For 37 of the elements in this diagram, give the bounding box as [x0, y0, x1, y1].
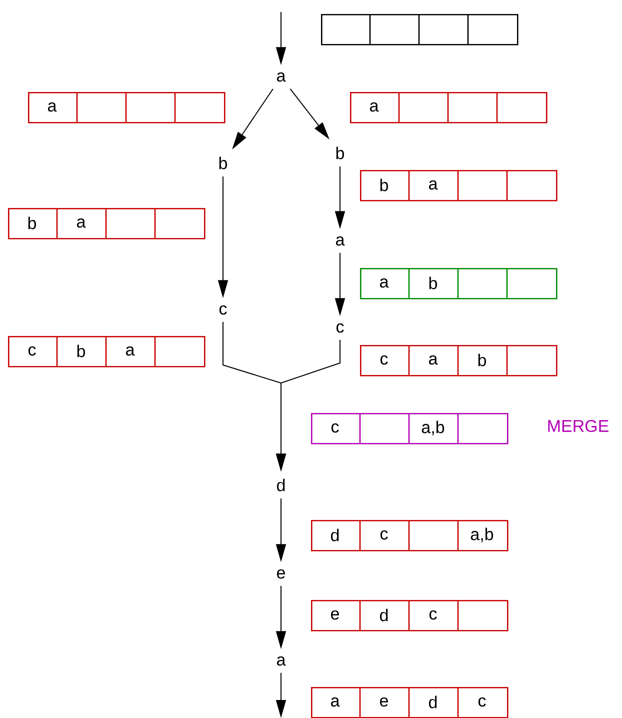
cell-text: d: [380, 608, 388, 622]
cell-text: b: [28, 216, 36, 230]
cell-text: c: [380, 355, 388, 365]
cell-text: c: [429, 610, 437, 620]
cell-text: c: [331, 423, 339, 433]
node-letter: a: [277, 72, 286, 82]
cell-text: d: [429, 696, 437, 708]
node-letter: a: [277, 656, 286, 666]
cell-text: b: [380, 178, 388, 192]
cell-text: a: [429, 180, 438, 190]
side-label: MERGE: [548, 420, 608, 432]
cell-text: b: [429, 276, 437, 290]
cell-text: c: [380, 530, 388, 540]
cell-text: c: [28, 346, 36, 356]
cell-text: a,b: [470, 528, 494, 542]
node-letter: c: [219, 305, 227, 315]
cell-text: a: [77, 218, 86, 228]
cell-text: a: [370, 102, 379, 112]
cell-text: e: [380, 697, 388, 707]
cell-text: a,b: [422, 420, 444, 436]
cell-text: b: [77, 344, 85, 358]
node-letter: b: [219, 156, 227, 170]
node-letter: b: [336, 146, 344, 160]
cell-text: a: [126, 346, 135, 356]
cell-text: a: [380, 278, 389, 288]
cell-text: e: [331, 610, 339, 620]
node-letter: c: [336, 323, 344, 333]
cell-text: d: [331, 528, 339, 542]
node-letter: d: [277, 478, 285, 492]
cell-text: b: [478, 354, 486, 366]
cell-text: a: [331, 697, 340, 707]
cell-text: a: [48, 102, 57, 112]
node-letter: a: [336, 236, 345, 246]
cell-text: c: [478, 697, 486, 707]
cell-text: a: [429, 355, 438, 365]
node-letter: e: [277, 569, 285, 579]
array-box: [321, 14, 518, 46]
